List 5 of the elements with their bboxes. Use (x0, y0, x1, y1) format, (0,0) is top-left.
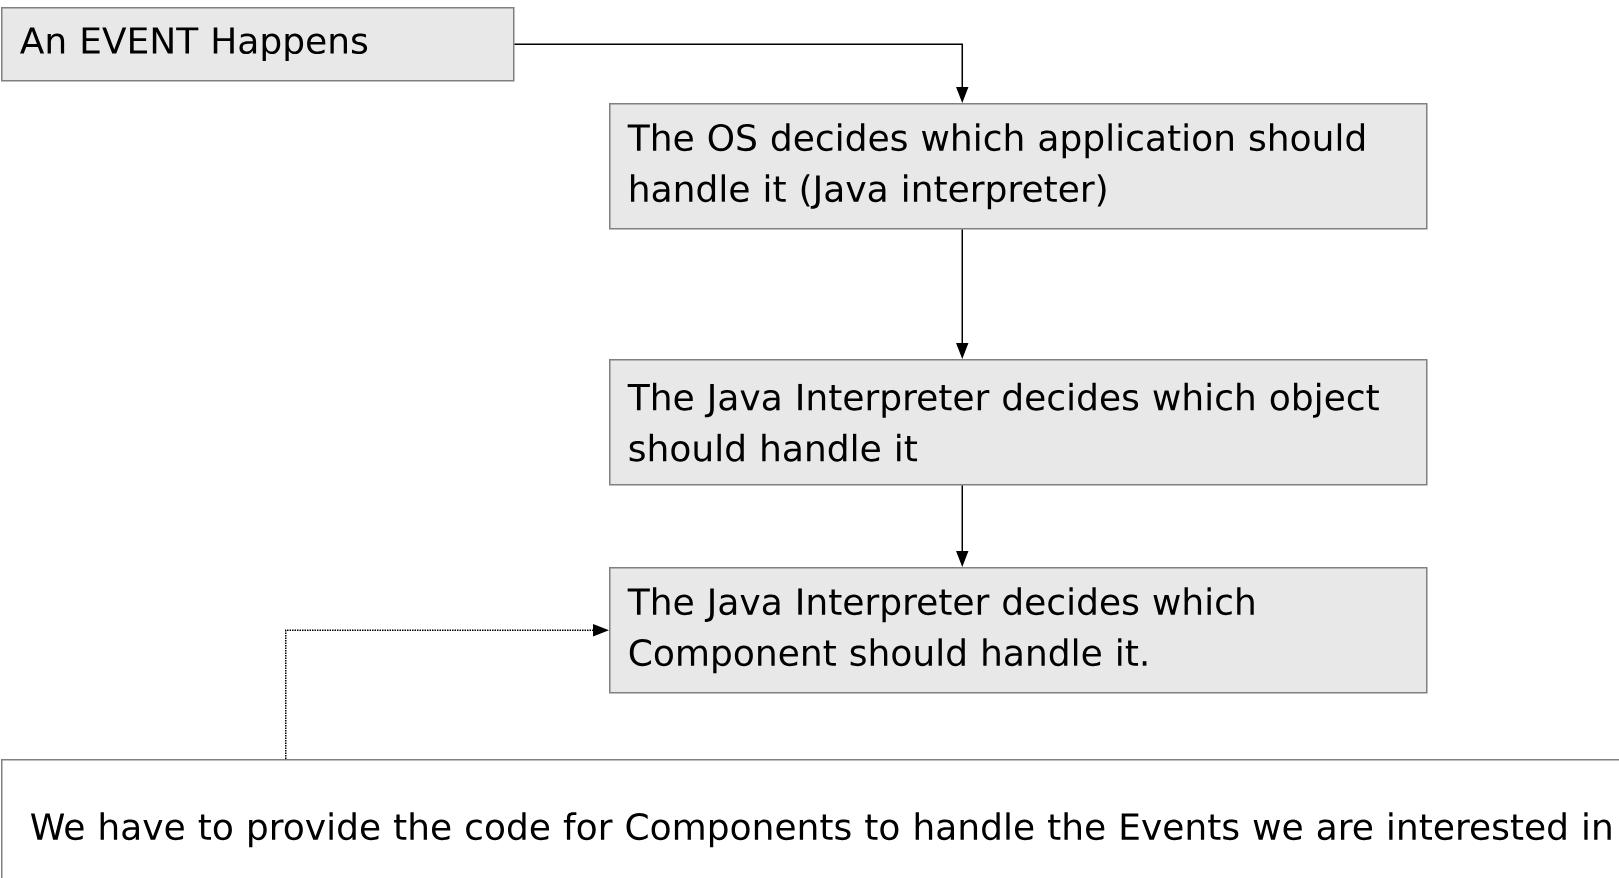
note-box: We have to provide the code for Components to handle the Events we are interested in (1, 759, 1619, 878)
process-box: The OS decides which application should handle it (Java interpreter) (609, 103, 1428, 230)
process-box: The Java Interpreter decides which object should handle it (609, 359, 1428, 486)
process-box: An EVENT Happens (1, 7, 515, 82)
process-box: The Java Interpreter decides which Component should handle it. (609, 567, 1428, 694)
